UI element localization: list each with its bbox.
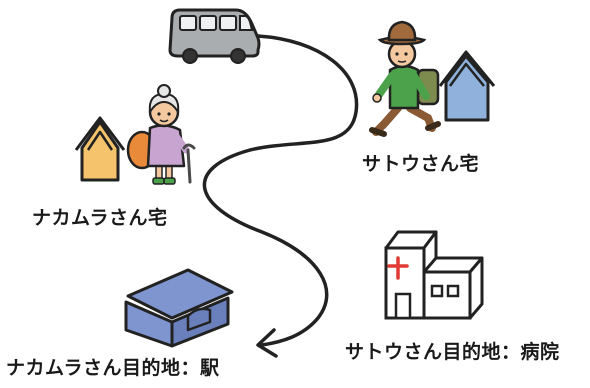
station-icon bbox=[124, 268, 234, 348]
nakamura-destination-label: ナカムラさん目的地：駅 bbox=[6, 357, 220, 379]
van-icon bbox=[168, 8, 261, 64]
house-yellow-icon bbox=[74, 116, 126, 182]
sato-destination-label: サトウさん目的地：病院 bbox=[345, 341, 560, 363]
house-blue-icon bbox=[438, 50, 496, 122]
elderly-woman-with-cane-icon bbox=[126, 84, 196, 185]
sato-home-label: サトウさん宅 bbox=[362, 153, 480, 175]
nakamura-home-label: ナカムラさん宅 bbox=[32, 207, 168, 229]
hospital-icon bbox=[384, 230, 484, 320]
hiker-man-icon bbox=[369, 20, 441, 137]
route-path-arrow bbox=[202, 34, 359, 358]
